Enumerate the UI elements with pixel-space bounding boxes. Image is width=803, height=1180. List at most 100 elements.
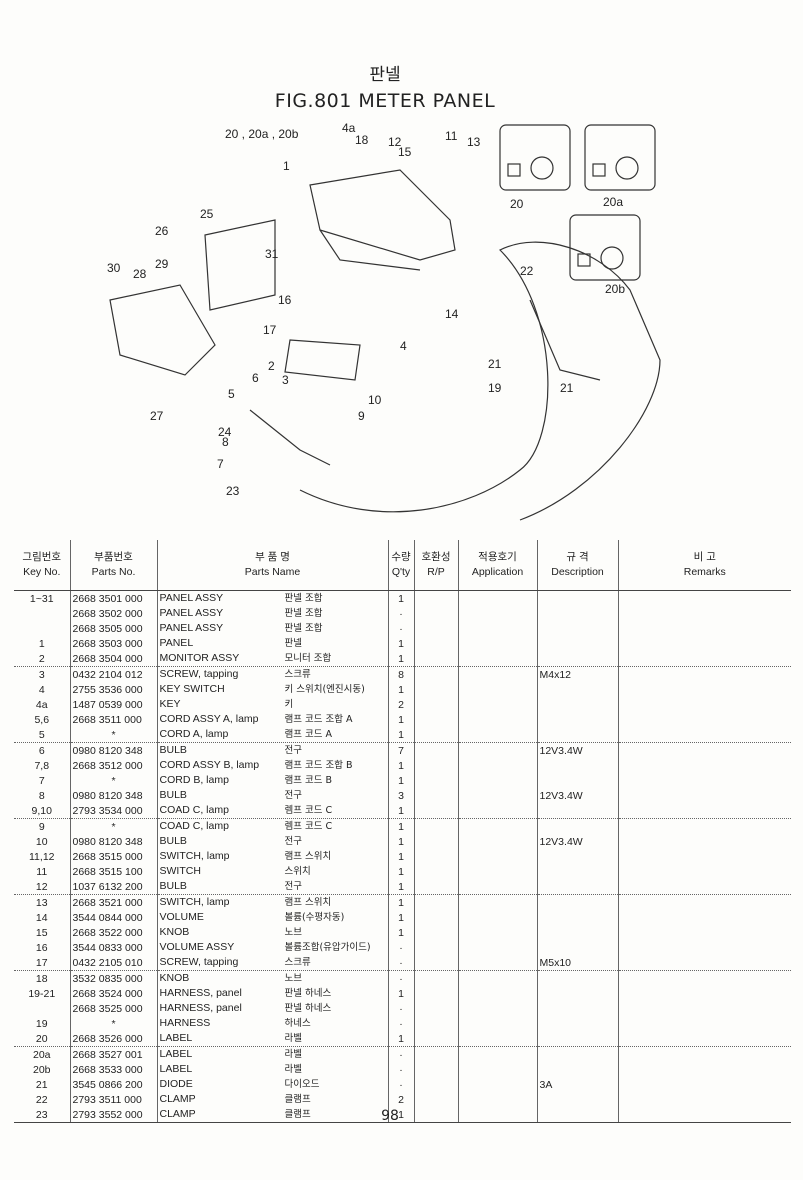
- rp: [413, 1077, 458, 1092]
- name-ko: 클램프: [284, 1109, 311, 1120]
- rp: [413, 818, 458, 834]
- remarks: [617, 727, 791, 743]
- rp: [413, 940, 458, 955]
- description: [536, 849, 618, 864]
- callout: 24: [218, 425, 232, 439]
- name-en: MONITOR ASSY: [159, 652, 240, 664]
- page-number: 98: [381, 1108, 399, 1124]
- rp: [413, 894, 458, 910]
- monitor-assy: [284, 339, 361, 381]
- callout: 29: [155, 257, 169, 271]
- parts-no: *: [69, 818, 157, 834]
- remarks: [617, 682, 791, 697]
- remarks: [617, 818, 791, 834]
- qty: 1: [387, 864, 414, 879]
- name-ko: 라벨: [284, 1064, 302, 1075]
- description: [536, 803, 618, 819]
- remarks: [617, 788, 791, 803]
- qty: 1: [387, 758, 414, 773]
- name-en: PANEL ASSY: [159, 622, 224, 634]
- callout: 22: [520, 264, 534, 278]
- application: [457, 742, 537, 758]
- qty: ·: [387, 1016, 414, 1031]
- remarks: [617, 910, 791, 925]
- application: [457, 636, 537, 651]
- parts-no: 1037 6132 200: [69, 879, 157, 895]
- qty: 3: [387, 788, 414, 803]
- application: [457, 773, 537, 788]
- qty: 1: [387, 1107, 414, 1123]
- name-en: PANEL ASSY: [159, 607, 224, 619]
- qty: 1: [387, 682, 414, 697]
- rp: [413, 1016, 458, 1031]
- callout: 1: [283, 159, 290, 173]
- qty: 1: [387, 910, 414, 925]
- callout: 31: [265, 247, 279, 261]
- remarks: [617, 636, 791, 651]
- remarks: [617, 925, 791, 940]
- meter-panel-housing: [309, 169, 456, 271]
- application: [457, 1062, 537, 1077]
- application: [457, 606, 537, 621]
- key-no: 14: [35, 911, 48, 924]
- application: [457, 590, 537, 606]
- remarks: [617, 697, 791, 712]
- parts-no: 2668 3524 000: [69, 986, 157, 1001]
- callout: 10: [368, 393, 382, 407]
- remarks: [617, 590, 791, 606]
- application: [457, 712, 537, 727]
- parts-no: 3545 0866 200: [69, 1077, 157, 1092]
- callout: 18: [355, 133, 369, 147]
- rp: [413, 803, 458, 819]
- application: [457, 986, 537, 1001]
- qty: 1: [387, 590, 414, 606]
- rp: [413, 590, 458, 606]
- rp: [413, 970, 458, 986]
- qty: 1: [387, 894, 414, 910]
- name-ko: 판넬 조합: [284, 608, 323, 619]
- key-no: 6: [38, 744, 45, 757]
- parts-no: 1487 0539 000: [69, 697, 157, 712]
- qty: ·: [387, 940, 414, 955]
- description: [536, 1016, 618, 1031]
- name-en: CORD ASSY B, lamp: [159, 759, 260, 771]
- qty: ·: [387, 1062, 414, 1077]
- key-no: 21: [35, 1078, 48, 1091]
- application: [457, 1077, 537, 1092]
- description: [536, 1107, 618, 1123]
- remarks: [617, 864, 791, 879]
- name-en: BULB: [159, 744, 187, 756]
- name-en: VOLUME ASSY: [159, 941, 235, 953]
- rp: [413, 606, 458, 621]
- application: [457, 879, 537, 895]
- key-no: 17: [14, 955, 70, 971]
- qty: ·: [387, 1001, 414, 1016]
- name-en: HARNESS: [159, 1017, 211, 1029]
- name-ko: 다이오드: [284, 1079, 320, 1090]
- qty: 1: [387, 712, 414, 727]
- remarks: [617, 1046, 791, 1062]
- callout: 26: [155, 224, 169, 238]
- application: [457, 682, 537, 697]
- description: 12V3.4W: [536, 834, 618, 849]
- qty: 1: [387, 651, 414, 667]
- remarks: [617, 651, 791, 667]
- application: [457, 758, 537, 773]
- name-ko: 키: [284, 699, 294, 710]
- parts-no: 2668 3501 000: [69, 590, 157, 606]
